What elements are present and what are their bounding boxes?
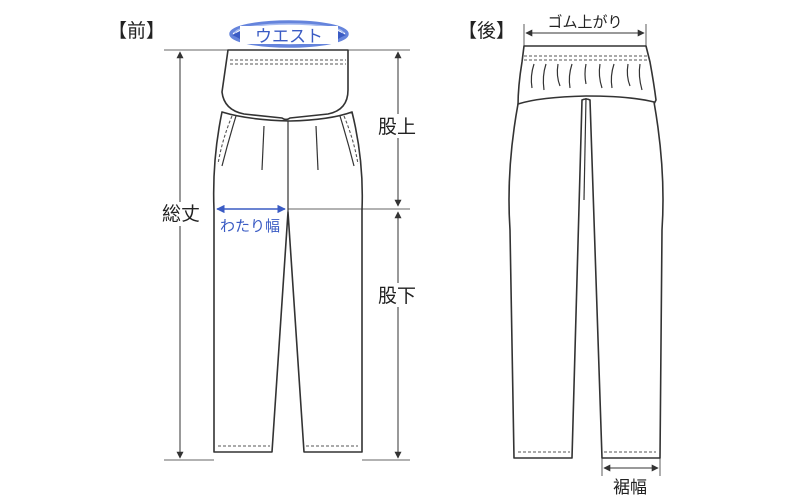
thigh-width-label: わたり幅 [220,217,280,235]
back-pants-body [508,95,664,459]
back-pants [508,45,664,459]
elastic-label: ゴム上がり [547,13,622,31]
rise-label-backdrop [374,114,420,138]
waist-label: ウエスト [255,27,323,47]
back-center-seam [583,97,587,201]
hem-width-measure: 裾幅 [601,458,661,498]
thigh-width-measure: わたり幅 [216,204,286,235]
total-length-label-backdrop [160,202,202,226]
waist-arrow-right [338,31,346,39]
rise-label: 股上 [378,116,416,138]
hem-width-label: 裾幅 [613,478,647,498]
back-elastic-gathers [530,63,643,91]
waist-measure: ウエスト [229,20,349,48]
front-pants [212,49,364,453]
inseam-label: 股下 [378,285,416,307]
elastic-label-backdrop [540,12,630,30]
front-pants-body [212,111,364,453]
elastic-measure: ゴム上がり [523,12,647,46]
waist-label-backdrop [240,26,338,44]
front-pocket-right-stitch [343,115,359,165]
front-pocket-left [221,115,237,167]
total-length-label: 総丈 [162,203,200,225]
inseam-label-backdrop [374,283,420,307]
front-pocket-right [339,115,355,167]
front-pleat-left [261,125,265,171]
back-view-title: 【後】 [458,20,515,42]
front-waistband [221,49,349,121]
waist-ring [229,20,349,48]
rise-inseam-measure: 股上 股下 [288,49,420,461]
front-view-title: 【前】 [108,20,165,42]
total-length-measure: 総丈 [160,49,228,461]
waist-arrow-left [232,31,240,39]
front-pocket-left-stitch [217,115,233,165]
front-pleat-right [315,125,319,171]
